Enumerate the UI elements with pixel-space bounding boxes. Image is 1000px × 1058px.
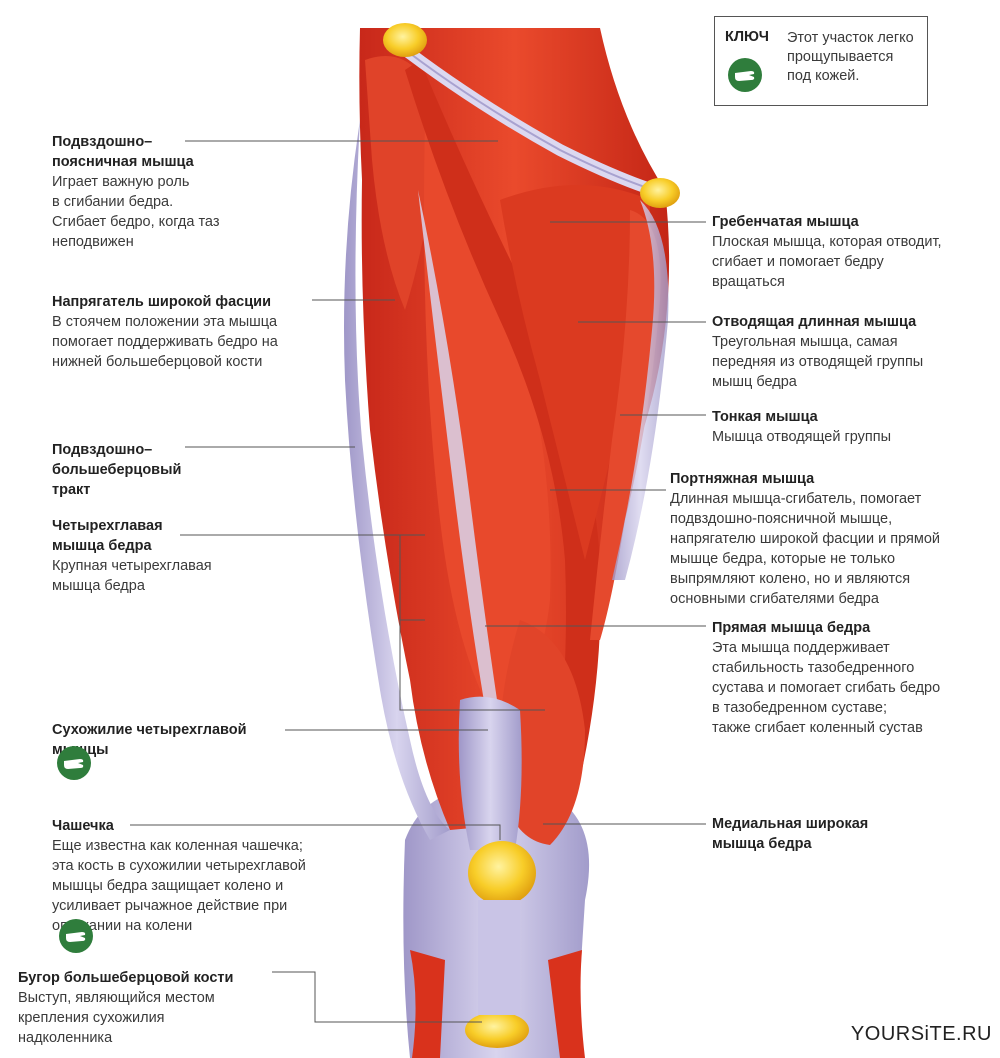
label-title: Портняжная мышца (670, 469, 990, 489)
label-title: Напрягатель широкой фасции (52, 292, 322, 312)
label-desc: Плоская мышца, которая отводит, сгибает … (712, 232, 982, 292)
palpable-hand-icon (56, 745, 92, 781)
label-desc: В стоячем положении эта мышца помогает п… (52, 312, 322, 372)
label-pectineus: Гребенчатая мышца Плоская мышца, которая… (712, 212, 982, 292)
label-gracilis: Тонкая мышца Мышца отводящей группы (712, 407, 982, 447)
label-title: Медиальная широкая мышца бедра (712, 814, 982, 854)
pubic-bone (640, 178, 680, 208)
label-title: Подвздошно– поясничная мышца (52, 132, 282, 172)
key-title: КЛЮЧ (725, 29, 769, 45)
label-desc: Выступ, являющийся местом крепления сухо… (18, 988, 278, 1048)
label-title: Четырехглавая мышца бедра (52, 516, 252, 556)
label-quadriceps: Четырехглавая мышца бедра Крупная четыре… (52, 516, 252, 596)
label-sartorius: Портняжная мышца Длинная мышца-сгибатель… (670, 469, 990, 609)
watermark: YOURSiTE.RU (851, 1023, 992, 1046)
label-desc: Играет важную роль в сгибании бедра. Сги… (52, 172, 282, 252)
label-desc: Еще известна как коленная чашечка; эта к… (52, 836, 352, 936)
label-adductor-longus: Отводящая длинная мышца Треугольная мышц… (712, 312, 982, 392)
label-title: Отводящая длинная мышца (712, 312, 982, 332)
label-desc: Эта мышца поддерживает стабильность тазо… (712, 638, 982, 738)
label-desc: Треугольная мышца, самая передняя из отв… (712, 332, 982, 392)
label-desc: Крупная четырехглавая мышца бедра (52, 556, 252, 596)
key-text: Этот участок легко прощупывается под кож… (787, 29, 927, 86)
label-patella: Чашечка Еще известна как коленная чашечк… (52, 816, 352, 936)
asis-bone (383, 23, 427, 57)
label-tfl: Напрягатель широкой фасции В стоячем пол… (52, 292, 322, 372)
label-it-tract: Подвздошно– большеберцовый тракт (52, 440, 212, 500)
label-title: Чашечка (52, 816, 352, 836)
legend-key: КЛЮЧ Этот участок легко прощупывается по… (714, 16, 928, 106)
palpable-hand-icon (58, 918, 94, 954)
label-desc: Длинная мышца-сгибатель, помогает подвзд… (670, 489, 990, 609)
label-title: Тонкая мышца (712, 407, 982, 427)
tibial-tuberosity-bone (465, 1012, 529, 1048)
label-tibial-tuberosity: Бугор большеберцовой кости Выступ, являю… (18, 968, 278, 1048)
label-rectus-femoris: Прямая мышца бедра Эта мышца поддерживае… (712, 618, 982, 738)
label-title: Подвздошно– большеберцовый тракт (52, 440, 212, 500)
palpable-hand-icon (727, 57, 763, 93)
label-iliopsoas: Подвздошно– поясничная мышца Играет важн… (52, 132, 282, 252)
quad-tendon (459, 697, 522, 850)
label-vastus-medialis: Медиальная широкая мышца бедра (712, 814, 982, 854)
label-title: Гребенчатая мышца (712, 212, 982, 232)
label-title: Прямая мышца бедра (712, 618, 982, 638)
patellar-ligament (478, 900, 520, 1015)
patella-bone (468, 841, 536, 905)
label-desc: Мышца отводящей группы (712, 427, 982, 447)
label-title: Бугор большеберцовой кости (18, 968, 278, 988)
